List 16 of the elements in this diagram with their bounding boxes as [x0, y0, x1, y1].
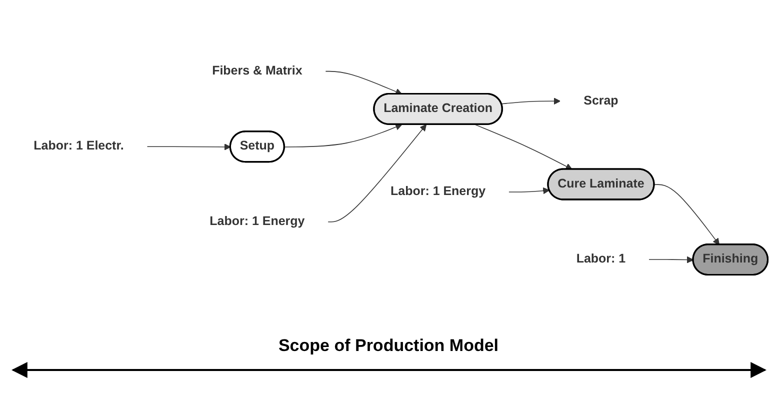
scope-label: Scope of Production Model [278, 336, 499, 356]
arrow [648, 256, 694, 263]
arrow [327, 124, 426, 222]
node-text: Fibers & Matrix [212, 64, 302, 78]
arrow [146, 143, 230, 150]
arrow [500, 97, 560, 104]
arrow [653, 184, 720, 245]
node-text: Labor: 1 Electr. [33, 139, 124, 152]
arrow [508, 186, 550, 194]
arrow [474, 124, 572, 170]
node-text: Labor: 1 Energy [209, 214, 304, 228]
node-text: Scrap [583, 94, 618, 107]
arrow [284, 123, 402, 147]
node-text: Labor: 1 [576, 252, 626, 266]
arrow [324, 70, 402, 94]
node-text: Labor: 1 Energy [390, 184, 486, 198]
